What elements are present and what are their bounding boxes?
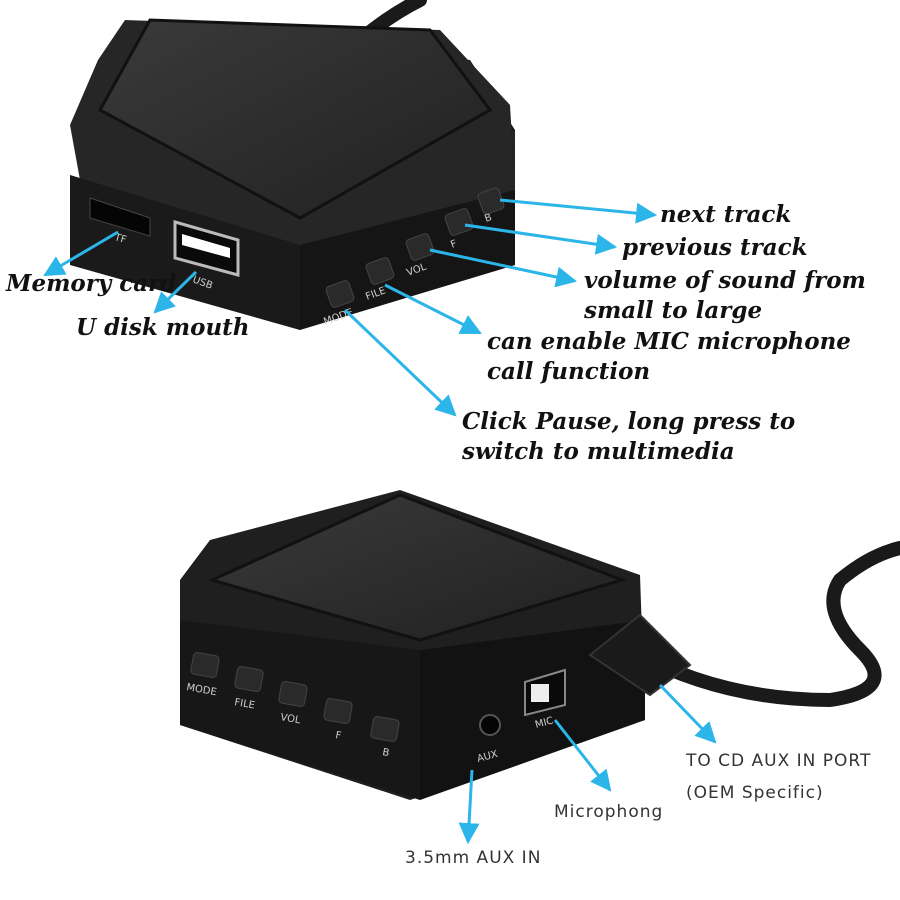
arrow-microphone	[553, 719, 612, 792]
tf-label: TF	[112, 232, 128, 246]
label-next-track: next track	[660, 201, 792, 228]
label-pause-line2: switch to multimedia	[462, 438, 735, 465]
arrow-mic	[384, 283, 482, 335]
arrow-pause	[343, 308, 457, 417]
label-cd-aux-line2: (OEM Specific)	[686, 783, 824, 803]
top-button-f[interactable]: F	[444, 208, 474, 251]
top-button-f-label: F	[449, 238, 458, 250]
bottom-button-vol-label: VOL	[279, 712, 301, 726]
label-volume-line1: volume of sound from	[584, 267, 866, 294]
label-volume-line2: small to large	[584, 297, 763, 324]
label-cd-aux-line1: TO CD AUX IN PORT	[686, 751, 872, 771]
bottom-device-cable	[623, 541, 900, 708]
bottom-button-b[interactable]: B	[370, 716, 400, 759]
top-button-file[interactable]: FILE	[364, 257, 395, 303]
arrow-volume	[429, 248, 578, 288]
arrow-cd-aux	[658, 683, 717, 744]
aux-label: AUX	[476, 749, 499, 765]
label-pause-line1: Click Pause, long press to	[462, 408, 796, 435]
mic-port: MIC	[524, 668, 566, 731]
label-previous-track: previous track	[622, 234, 808, 261]
arrow-aux-in	[458, 769, 480, 845]
top-button-vol[interactable]: VOL	[405, 233, 435, 279]
bottom-button-mode-label: MODE	[185, 682, 217, 698]
top-device: TF USB MODE FILE VOL F B	[70, 0, 515, 330]
bottom-button-vol[interactable]: VOL	[278, 681, 308, 727]
tf-slot: TF	[89, 197, 151, 246]
bottom-button-f-label: F	[334, 730, 342, 742]
arrow-u-disk	[153, 270, 198, 314]
label-aux-in: 3.5mm AUX IN	[405, 848, 542, 868]
arrow-next-track	[499, 198, 658, 224]
top-arrows	[43, 198, 658, 417]
bottom-button-f[interactable]: F	[323, 698, 353, 742]
bottom-button-mode[interactable]: MODE	[185, 652, 220, 698]
aux-jack: AUX	[476, 714, 501, 765]
arrow-previous-track	[464, 223, 618, 255]
bottom-button-file-label: FILE	[233, 697, 255, 711]
arrow-memory-card	[43, 230, 119, 277]
bottom-device: AUX MIC MODE FILE VOL F B	[180, 490, 900, 800]
top-button-b[interactable]: B	[477, 187, 505, 225]
label-mic-line1: can enable MIC microphone	[487, 328, 851, 355]
mic-label: MIC	[534, 715, 555, 730]
label-memory-card: Memory card	[6, 270, 177, 297]
top-button-b-label: B	[483, 212, 493, 225]
label-microphone: Microphong	[554, 802, 664, 822]
bottom-device-lid	[207, 493, 627, 642]
label-mic-line2: call function	[487, 358, 651, 385]
top-device-lid	[97, 18, 493, 220]
label-u-disk: U disk mouth	[76, 314, 250, 341]
bottom-button-b-label: B	[381, 747, 390, 759]
bottom-arrows	[458, 683, 717, 845]
bottom-button-file[interactable]: FILE	[233, 666, 264, 712]
bottom-buttons: MODE FILE VOL F B	[185, 652, 400, 759]
